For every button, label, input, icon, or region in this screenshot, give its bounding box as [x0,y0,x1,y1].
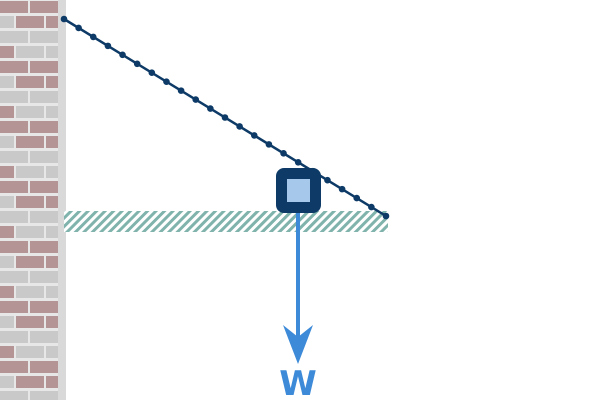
rope-bead [119,51,126,59]
wall-brick [30,241,58,253]
wall-brick [0,226,14,238]
wall-brick [16,46,44,58]
rope-bead [221,114,229,121]
wall-brick [30,121,58,133]
rope-bead [382,212,390,220]
wall-brick [0,136,14,148]
wall-brick [30,91,58,103]
wall-brick [16,346,44,358]
wall-brick [0,1,28,13]
hanging-block-inner [287,179,310,202]
wall-brick [30,151,58,163]
rope-bead [236,123,243,130]
wall-brick [30,391,58,400]
wall-brick [0,196,14,208]
wall-brick [0,271,28,283]
brick-wall [0,0,66,400]
wall-brick [16,286,44,298]
wall-brick [46,346,60,358]
rope-bead [75,24,82,32]
wall-brick [0,121,28,133]
wall-brick [0,286,14,298]
wall-brick [46,376,60,388]
rope-bead [192,96,200,103]
wall-brick [0,61,28,73]
wall-brick [16,226,44,238]
wall-brick [0,256,14,268]
wall-brick [46,316,60,328]
rope-bead [353,194,361,202]
rope-bead [294,158,302,166]
wall-brick [0,151,28,163]
wall-brick [16,76,44,88]
wall-brick [30,331,58,343]
horizontal-beam [64,211,388,232]
wall-brick [46,106,60,118]
wall-brick [46,256,60,268]
rope-bead [133,60,141,68]
rope-bead [250,132,258,139]
wall-brick [0,181,28,193]
wall-brick [46,76,60,88]
wall-brick [0,331,28,343]
rope-bead [265,141,273,148]
rope-bead [368,203,375,211]
wall-brick [0,376,14,388]
wall-brick [0,166,14,178]
rope-bead [280,150,287,157]
wall-brick [46,196,60,208]
wall-brick [0,301,28,313]
wall-brick [16,136,44,148]
wall-brick [0,106,14,118]
wall-brick [30,301,58,313]
wall-brick [0,76,14,88]
wall-brick [16,316,44,328]
wall-brick [30,31,58,43]
wall-brick [46,46,60,58]
rope-bead [338,185,346,193]
wall-brick [30,1,58,13]
wall-brick [30,361,58,373]
wall-brick [0,391,28,400]
wall-brick [0,361,28,373]
wall-edge [58,0,66,400]
wall-brick [0,241,28,253]
rope-bead [104,42,112,50]
wall-brick [0,91,28,103]
wall-brick [30,211,58,223]
wall-brick [0,346,14,358]
wall-brick [30,271,58,283]
wall-brick [30,61,58,73]
wall-brick [46,226,60,238]
wall-brick [16,106,44,118]
rope-bead [177,87,185,94]
rope-bead [60,15,68,23]
wall-brick [30,181,58,193]
rope-beads [60,15,390,220]
wall-brick [16,256,44,268]
wall-brick [46,286,60,298]
wall-brick [46,136,60,148]
wall-brick [0,211,28,223]
weight-label: W [279,364,317,400]
wall-brick [0,46,14,58]
wall-brick [0,316,14,328]
weight-arrow-head [283,325,313,364]
rope-bead [163,78,170,85]
wall-brick [46,166,60,178]
wall-brick [16,16,44,28]
wall-brick [16,166,44,178]
rope-bead [324,176,331,184]
rope-bead [148,69,156,77]
wall-brick [0,16,14,28]
rope-bead [207,105,214,112]
rope-bead [89,33,97,41]
wall-brick [16,376,44,388]
wall-brick [0,31,28,43]
wall-brick [46,16,60,28]
wall-brick [16,196,44,208]
